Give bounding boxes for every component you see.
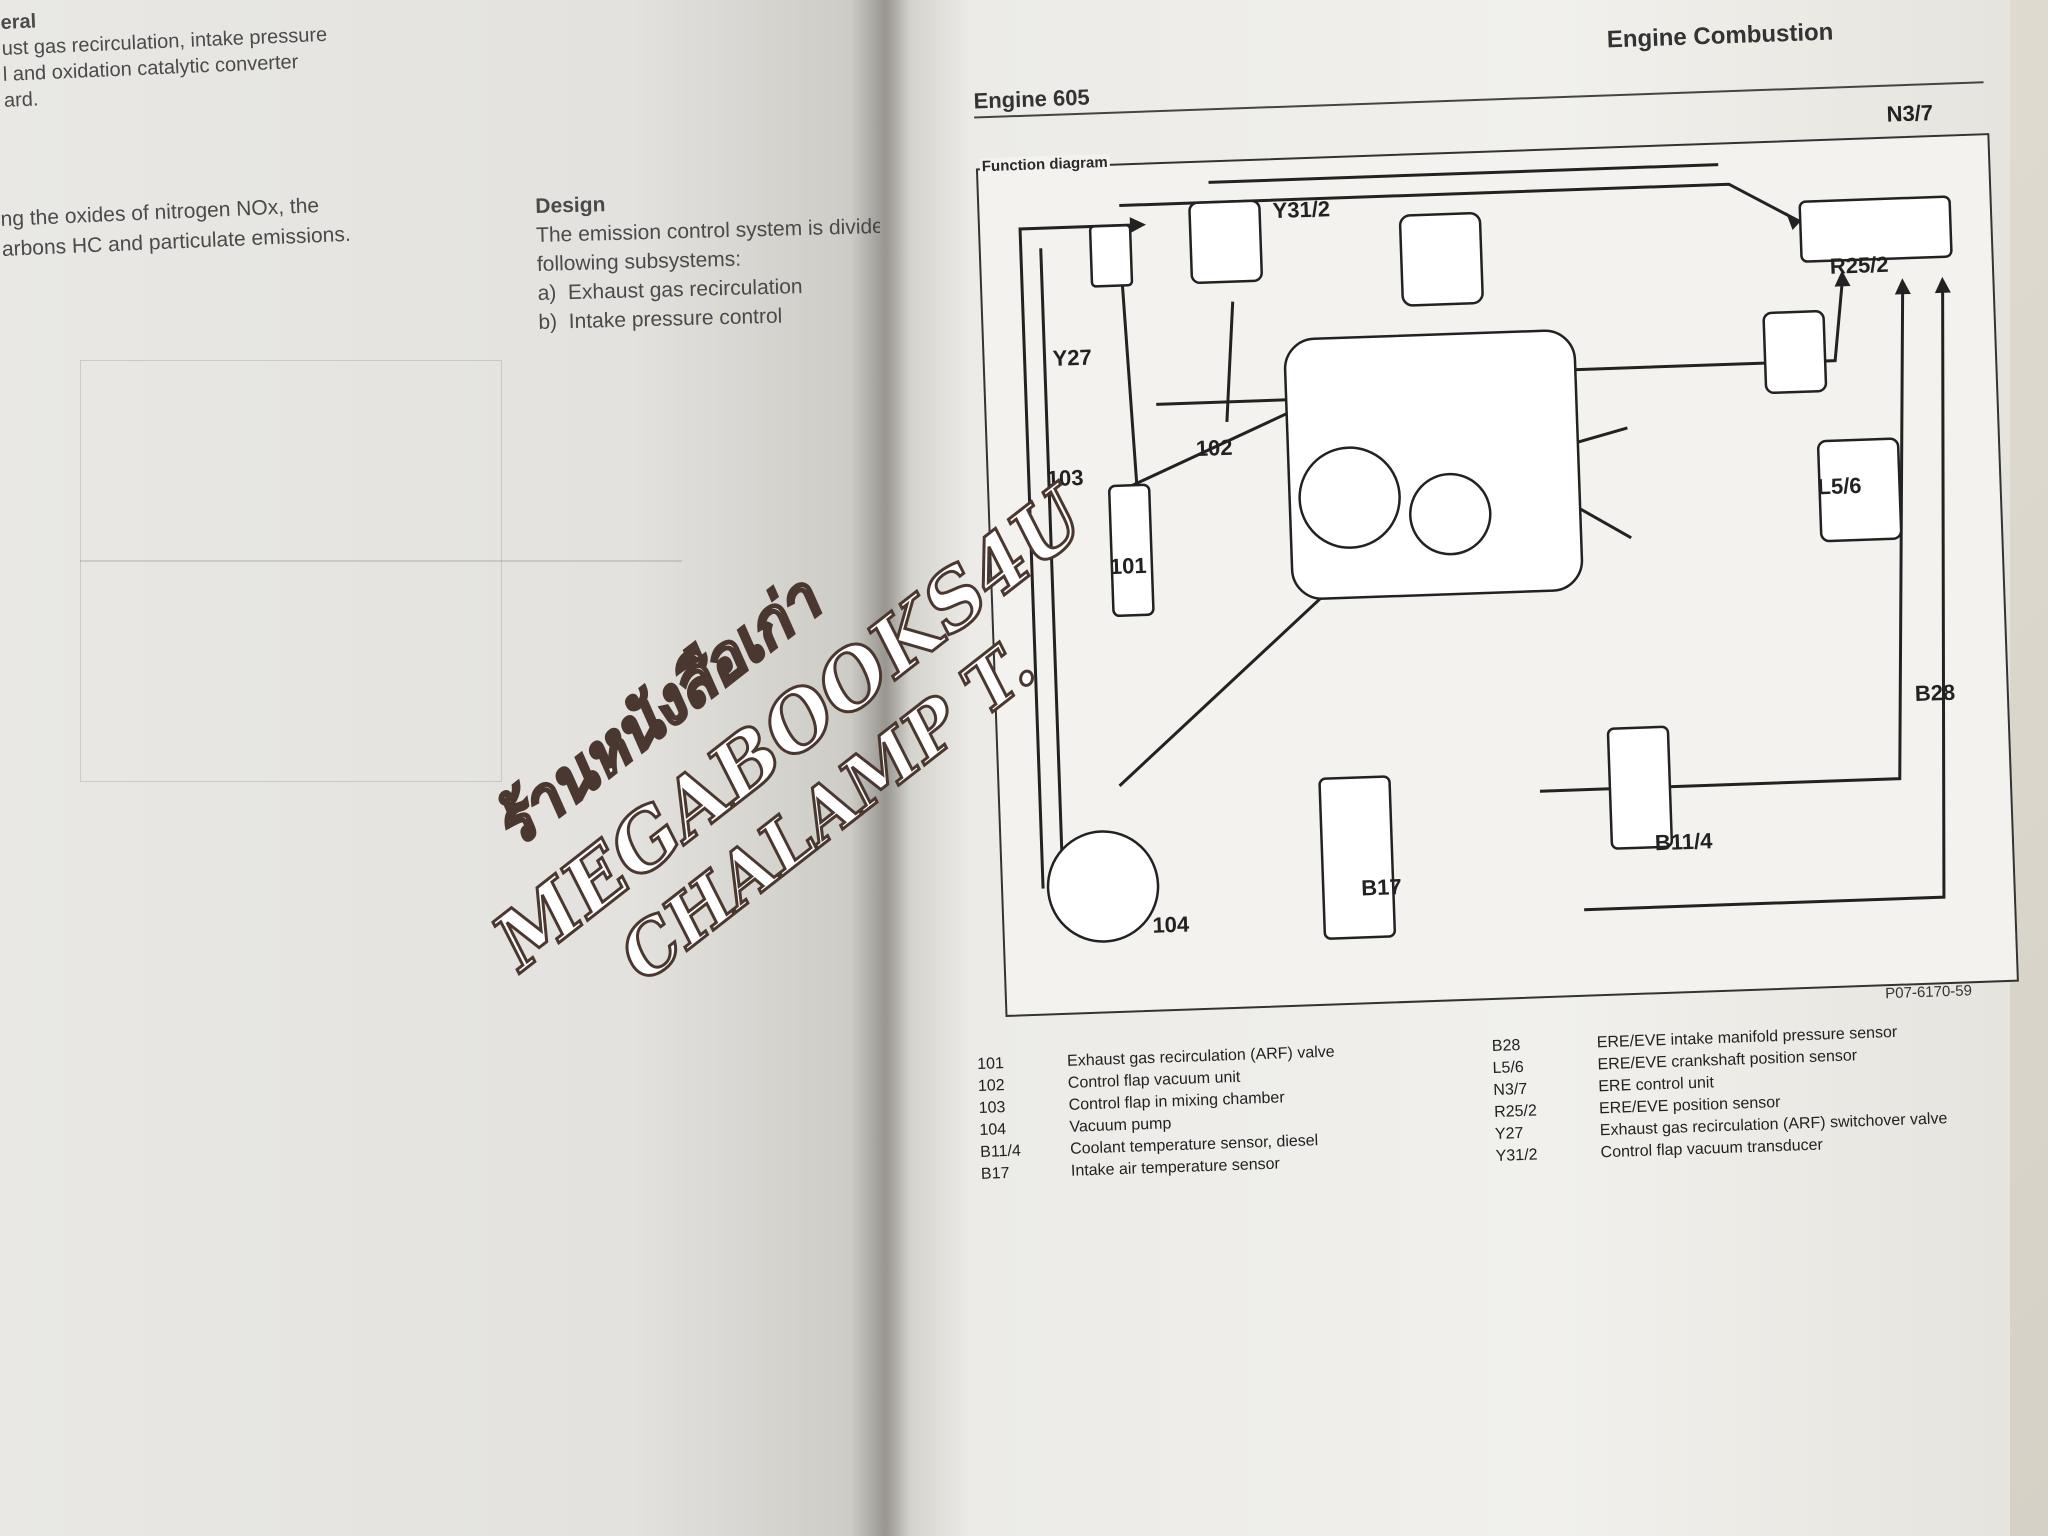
arrow-head — [1785, 212, 1801, 231]
label-n37: N3/7 — [1886, 100, 1934, 127]
air-temp-sensor-box — [1318, 775, 1397, 940]
legend-code: B28 — [1491, 1037, 1521, 1056]
signal-line — [1119, 182, 1801, 224]
legend-code: 104 — [979, 1121, 1007, 1139]
signal-line — [1208, 163, 1719, 184]
control-unit-box — [1798, 195, 1953, 263]
arrow-head — [1834, 270, 1851, 287]
control-flap-box — [1108, 483, 1155, 618]
pressure-sensor-box — [1816, 437, 1903, 543]
crankshaft-sensor-box — [1762, 310, 1828, 395]
transducer-box — [1188, 199, 1263, 285]
legend-code: B17 — [980, 1164, 1010, 1183]
coolant-sensor-box — [1606, 725, 1674, 850]
legend-code: B11/4 — [979, 1142, 1022, 1161]
arrow-head — [1129, 217, 1146, 234]
label-b17: B17 — [1360, 874, 1403, 901]
label-b114: B11/4 — [1654, 828, 1713, 856]
header-rule — [974, 81, 1984, 119]
section-title: Engine Combustion — [1606, 18, 1834, 54]
label-b28: B28 — [1914, 679, 1956, 707]
left-page: eral ust gas recirculation, intake press… — [0, 0, 900, 1536]
label-r252: R25/2 — [1829, 251, 1889, 279]
diagram-drawing — [1018, 163, 1953, 943]
label-y312: Y31/2 — [1272, 196, 1331, 224]
arrow-head — [1894, 278, 1911, 295]
legend-code: Y27 — [1494, 1124, 1524, 1143]
book-gutter — [850, 0, 910, 1536]
faint-chart-bleedthrough — [80, 360, 502, 782]
right-page-content: Engine Combustion Engine 605 — [930, 0, 2048, 1535]
vacuum-pump-circle — [1046, 830, 1160, 943]
subsystem-text: Exhaust gas recirculation — [567, 275, 803, 305]
engine-title: Engine 605 — [973, 84, 1091, 114]
left-body: ng the oxides of nitrogen NOx, the arbon… — [0, 190, 351, 265]
design-section: Design The emission control system is di… — [535, 183, 898, 337]
faint-line — [80, 560, 682, 562]
vacuum-hose-line — [1039, 248, 1064, 868]
engine-pulley — [1298, 446, 1401, 549]
switchover-valve-box — [1088, 224, 1134, 288]
legend-code: R25/2 — [1493, 1102, 1538, 1121]
legend-code: 103 — [978, 1099, 1006, 1117]
signal-line — [1584, 286, 1946, 912]
function-diagram — [975, 133, 2019, 1017]
engine-pulley — [1409, 472, 1492, 556]
legend-code: L5/6 — [1492, 1058, 1525, 1078]
left-intro: eral ust gas recirculation, intake press… — [0, 0, 330, 114]
label-l56: L5/6 — [1817, 472, 1862, 500]
label-104: 104 — [1151, 911, 1190, 938]
vacuum-hose-line — [1225, 301, 1235, 422]
legend-code: 102 — [977, 1077, 1005, 1095]
subsystem-marker: b) — [538, 310, 558, 334]
label-102: 102 — [1195, 434, 1233, 461]
leader-line — [1118, 576, 1344, 787]
label-y27: Y27 — [1052, 344, 1093, 371]
figure-code: P07-6170-59 — [1884, 982, 1973, 1003]
arrow-head — [1934, 276, 1951, 294]
subsystem-text: Intake pressure control — [568, 304, 783, 334]
legend-code: Y31/2 — [1495, 1146, 1538, 1165]
legend-code: N3/7 — [1493, 1080, 1528, 1099]
legend-code: 101 — [976, 1055, 1005, 1073]
position-sensor-box — [1398, 212, 1484, 307]
subsystem-marker: a) — [537, 281, 557, 305]
